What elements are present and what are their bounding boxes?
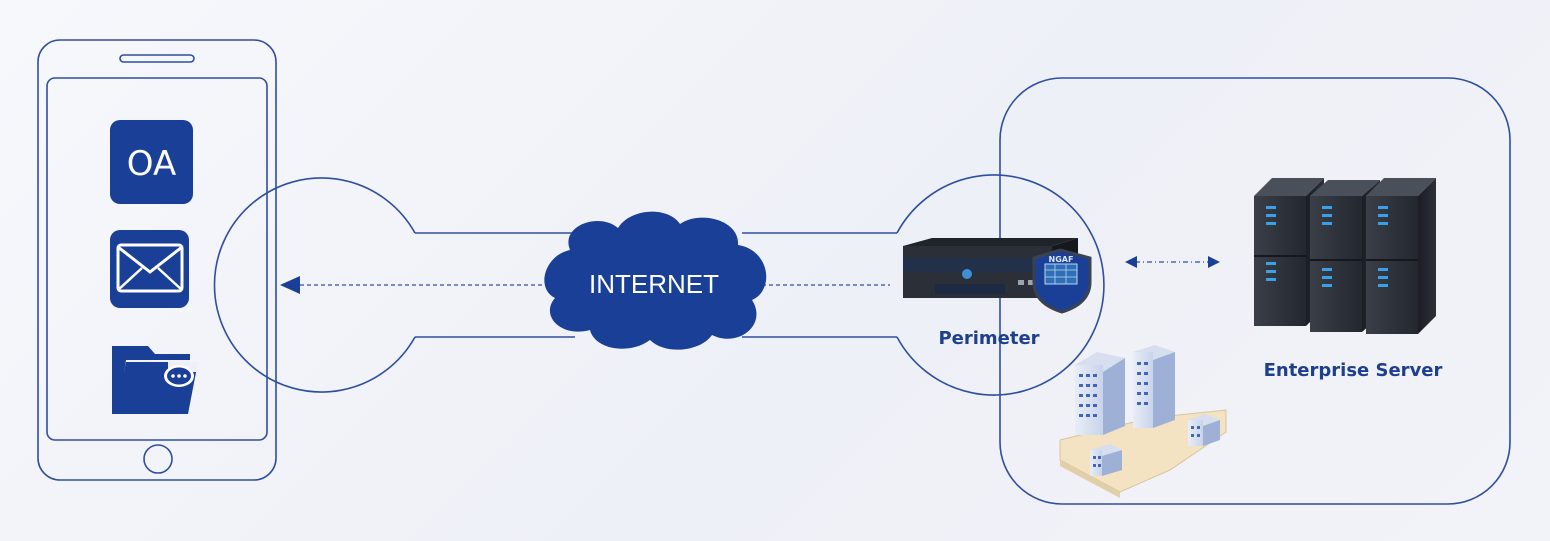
server-rack-icon[interactable] — [1254, 178, 1436, 334]
internet-label: INTERNET — [589, 269, 719, 299]
firewall-appliance-icon[interactable]: NGAF — [903, 238, 1092, 314]
oa-label: OA — [127, 144, 176, 184]
phone-icon — [37, 39, 277, 481]
perimeter-label: Perimeter — [938, 328, 1039, 349]
enterprise-server-label: Enterprise Server — [1264, 360, 1443, 381]
cloud-icon: INTERNET — [544, 211, 767, 350]
buildings-icon — [1059, 345, 1227, 498]
folder-chat-icon[interactable] — [112, 346, 198, 414]
firewall-badge-label: NGAF — [1049, 255, 1074, 264]
bidirectional-link-arrow — [1125, 256, 1220, 268]
mail-icon[interactable] — [110, 230, 189, 308]
secure-tunnel — [213, 174, 1105, 396]
oa-app-icon[interactable]: OA — [110, 120, 193, 204]
